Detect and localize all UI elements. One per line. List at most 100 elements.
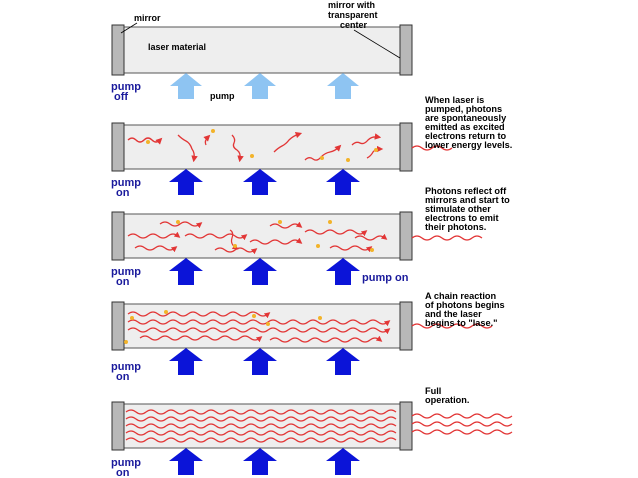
laser-tube (111, 403, 413, 449)
pump-state-line-1: pump (111, 81, 141, 93)
pump-arrow (326, 258, 360, 285)
photon-wave (329, 245, 373, 253)
description-line: Full (425, 386, 441, 396)
mirror-transparent-line-1: mirror with (328, 0, 375, 10)
pump-arrow (244, 73, 276, 99)
atom (316, 244, 320, 248)
photon-wave (214, 247, 258, 255)
pump-arrow (169, 348, 203, 375)
description-line: begins to "lase." (425, 318, 498, 328)
right-mirror (399, 211, 413, 261)
atom (233, 244, 237, 248)
description-line: electrons return to (425, 131, 507, 141)
stage-1: mirror mirror with transparent center la… (111, 0, 413, 103)
atom (164, 310, 168, 314)
stimulated-photons (127, 221, 483, 255)
photon-wave (127, 231, 181, 239)
pump-arrows (169, 169, 360, 195)
description-line: of photons begins (425, 300, 505, 310)
photon-wave (127, 311, 271, 319)
pump-state-label: pump on (111, 266, 144, 288)
pump-arrow (243, 258, 277, 285)
photon-wave (354, 233, 388, 241)
pump-arrow (243, 169, 277, 195)
full-operation-photons (125, 409, 513, 443)
atoms (124, 310, 322, 344)
photon-wave (127, 137, 163, 145)
description-line: lower energy levels. (425, 140, 512, 150)
pump-state-label: pump off (111, 81, 144, 103)
pump-state-label: pump on (111, 457, 144, 478)
photon-wave (125, 423, 397, 429)
pump-arrows (169, 348, 360, 375)
pump-state-line-1: pump (111, 266, 141, 278)
stage-description: Photons reflect off mirrors and start to… (425, 186, 512, 232)
pump-state-line-2: on (116, 187, 130, 199)
description-line: operation. (425, 395, 469, 405)
photon-wave (203, 134, 211, 146)
photon-wave (127, 327, 391, 335)
stage-2: pump on When laser is pumped, photons ar… (111, 95, 512, 199)
pump-arrow (169, 258, 203, 285)
stage-description: A chain reaction of photons begins and t… (425, 291, 507, 328)
output-beam (411, 429, 513, 435)
photon-wave (159, 221, 203, 229)
pump-arrows (169, 258, 360, 285)
pump-state-line-2: on (116, 371, 130, 383)
description-line: electrons to emit (425, 213, 499, 223)
atom (266, 322, 270, 326)
chain-reaction-photons (127, 311, 493, 343)
description-line: are spontaneously (425, 113, 507, 123)
photon-wave (184, 233, 248, 241)
photon-wave (125, 437, 397, 443)
mirror-transparent-line-2: transparent (328, 10, 378, 20)
photon-wave (177, 134, 198, 163)
atoms (146, 129, 378, 162)
left-mirror (111, 24, 125, 76)
description-line: emitted as excited (425, 122, 505, 132)
photon-wave (134, 245, 178, 253)
description-line: their photons. (425, 222, 486, 232)
right-mirror (399, 122, 413, 172)
atom (328, 220, 332, 224)
pump-arrow (243, 348, 277, 375)
photon-wave (249, 237, 303, 245)
photon-wave (127, 319, 391, 327)
stage-description: Full operation. (425, 386, 469, 405)
atom (278, 220, 282, 224)
photon-wave (269, 335, 383, 343)
description-line: When laser is (425, 95, 484, 105)
stage-description: When laser is pumped, photons are sponta… (425, 95, 512, 150)
pump-state-line-2: on (116, 276, 130, 288)
photon-wave (304, 229, 368, 237)
pump-arrow (327, 73, 359, 99)
photon-wave (125, 409, 397, 415)
pump-state-line-2: off (114, 91, 128, 103)
photon-wave (139, 335, 263, 343)
right-mirror (399, 401, 413, 451)
description-line: A chain reaction (425, 291, 497, 301)
atom (124, 340, 128, 344)
pump-state-line-2: on (116, 467, 130, 478)
left-mirror (111, 211, 125, 261)
description-line: mirrors and start to (425, 195, 510, 205)
atoms (176, 220, 374, 252)
pump-arrow (170, 73, 202, 99)
pump-arrow (326, 448, 360, 475)
photon-wave (125, 430, 397, 436)
description-line: and the laser (425, 309, 482, 319)
photon-wave (351, 133, 382, 146)
photon-wave (269, 221, 303, 229)
pump-state-line-1: pump (111, 361, 141, 373)
photon-wave (125, 416, 397, 422)
output-beam (411, 413, 513, 419)
atom (252, 314, 256, 318)
pump-state-line-1: pump (111, 457, 141, 469)
description-line: stimulate other (425, 204, 491, 214)
description-line: pumped, photons (425, 104, 502, 114)
mirror-label: mirror (134, 13, 161, 23)
left-mirror (111, 301, 125, 351)
laser-material-label: laser material (148, 42, 206, 52)
photon-wave (411, 235, 483, 241)
